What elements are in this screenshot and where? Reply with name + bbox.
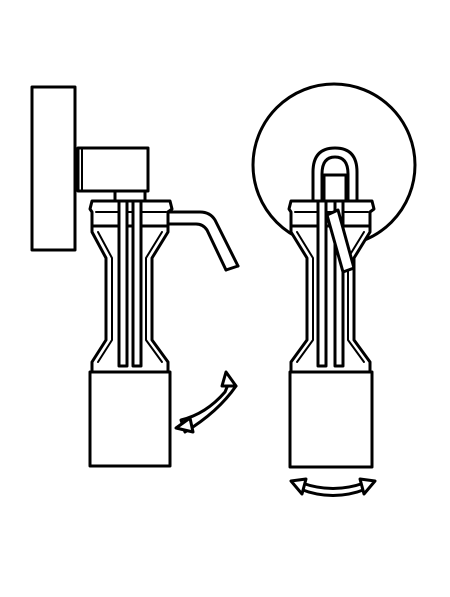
side-view-outlet-tube-upper [166, 210, 240, 268]
side-view-motor-block [76, 146, 150, 193]
side-view-body [90, 224, 170, 374]
side-view-rod-right [131, 199, 143, 368]
front-view-base-block [288, 370, 374, 469]
side-view-mount-plate [30, 85, 77, 252]
front-view-lever [325, 208, 356, 274]
front-view-body-inner-left [296, 231, 314, 363]
front-view-rod-right [333, 199, 345, 368]
front-view-rotate-arrow-head-right [358, 477, 377, 496]
front-view-loop-block [322, 173, 348, 203]
front-view-body [289, 224, 372, 374]
front-view-assembly [251, 82, 417, 497]
side-view-outlet-tip [224, 264, 240, 272]
side-view-tilt-arrow-head-top [220, 370, 238, 388]
side-view-body-inner-right [145, 231, 163, 363]
front-view-rod-left [316, 199, 328, 368]
front-view-rotate-arrow-head-left [289, 477, 308, 496]
side-view-body-inner-left [97, 231, 113, 363]
side-view-rod-left [117, 199, 129, 368]
side-view-top-flange [88, 199, 174, 228]
side-view-tilt-arrow-head-bottom [174, 416, 195, 434]
front-view-rotate-arrow-shaft [298, 481, 368, 497]
side-view-base-block [88, 370, 172, 468]
front-view-body-inner-right [347, 231, 365, 363]
side-view-outlet-tube-lower [166, 222, 228, 272]
side-view-assembly [30, 85, 240, 468]
